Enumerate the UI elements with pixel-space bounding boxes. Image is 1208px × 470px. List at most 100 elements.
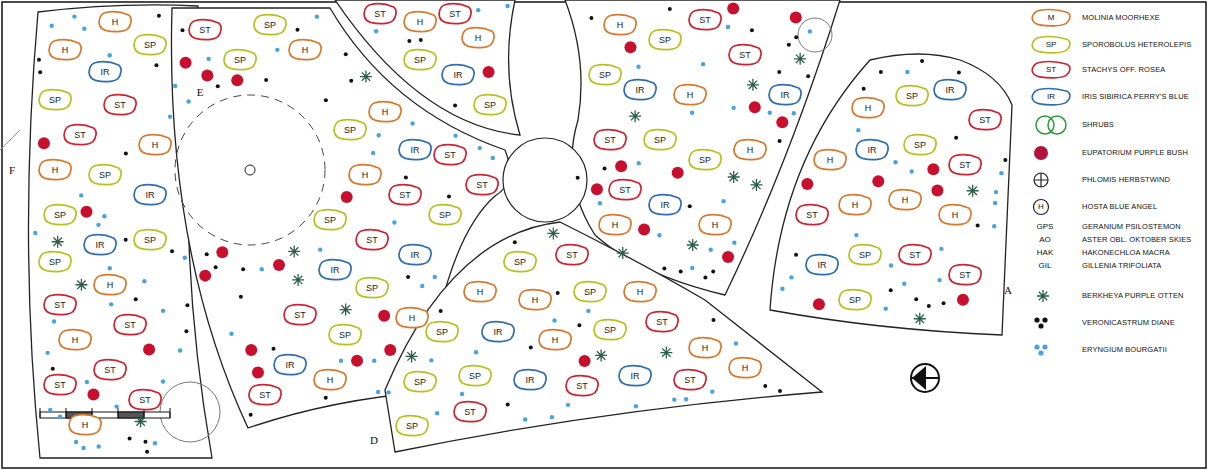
veronicastrum-dot (942, 301, 946, 305)
eryngium-dot (82, 27, 86, 31)
veronicastrum-dot (241, 267, 245, 271)
eupatorium-dot (80, 206, 92, 218)
eupatorium-dot (801, 178, 813, 190)
legend-sample (1032, 62, 1070, 78)
plant-code: ST (684, 376, 696, 385)
plant-code: ST (699, 16, 711, 25)
plant-group: H (851, 97, 885, 119)
eupatorium-dot (87, 388, 99, 400)
veronicastrum-dot (143, 440, 147, 444)
eryngium-dot (161, 379, 165, 383)
plant-code: SP (699, 156, 711, 165)
plant-code: SP (859, 251, 871, 260)
plant-outline-path (396, 308, 428, 328)
plant-group: IR (318, 259, 352, 281)
plant-outline-path (59, 330, 91, 350)
plant-code: ST (294, 311, 306, 320)
path-edge (0, 130, 20, 150)
eryngium-dot (229, 332, 233, 336)
veronicastrum-dot (806, 74, 810, 78)
plant-group: ST (948, 154, 982, 176)
plant-code: ST (566, 251, 578, 260)
berkheya-symbol (75, 279, 87, 291)
north-arrow (911, 364, 939, 392)
plant-group: ST (43, 374, 77, 396)
eryngium-dot (637, 161, 641, 165)
plant-code: ST (909, 251, 921, 260)
plant-outline-path (464, 282, 496, 302)
plant-outline-path (604, 15, 636, 35)
plant-code: ST (259, 391, 271, 400)
plant-outline-path (44, 205, 76, 225)
plant-group: SP (313, 209, 347, 231)
plant-outline-path (404, 12, 436, 32)
plant-group: ST (673, 369, 707, 391)
eupatorium-dot (180, 57, 192, 69)
plant-code: ST (54, 381, 66, 390)
veronicastrum-dot (1003, 158, 1007, 162)
plant-outline-path (856, 140, 888, 160)
eryngium-dot (767, 111, 771, 115)
plant-outline-path (899, 245, 931, 265)
eryngium-dot (79, 193, 83, 197)
plant-code: SP (414, 56, 426, 65)
plant-group: ST (555, 244, 589, 266)
veronicastrum-dot (662, 266, 666, 270)
legend-dot (1034, 317, 1039, 322)
plant-group: SP (403, 371, 437, 393)
plant-code: H (362, 171, 369, 180)
plant-code: SP (604, 326, 616, 335)
plant-code: ST (366, 236, 378, 245)
plant-group: H (688, 337, 722, 359)
eryngium-dot (634, 404, 638, 408)
plant-outline-path (462, 28, 494, 48)
eryngium-dot (72, 14, 76, 18)
plant-code: ST (444, 151, 456, 160)
plant-outline-path (504, 252, 536, 272)
veronicastrum-dot (703, 275, 707, 279)
plant-code: SP (414, 378, 426, 387)
eryngium-dot (721, 199, 725, 203)
plant-code: H (827, 156, 834, 165)
veronicastrum-dot (128, 437, 132, 441)
plant-code: SP (436, 328, 448, 337)
plant-group: ST (438, 3, 472, 25)
plant-code: SP (484, 101, 496, 110)
eupatorium-dot (351, 355, 363, 367)
eryngium-dot (690, 266, 694, 270)
plant-outline-path (814, 150, 846, 170)
plant-code: IR (411, 146, 420, 155)
berkheya-symbol (135, 416, 147, 428)
berkheya-symbol (914, 313, 926, 325)
eryngium-dot (178, 348, 182, 352)
plant-outline-path (249, 385, 281, 405)
plant-outline-path (64, 125, 96, 145)
eryngium-dot (993, 201, 997, 205)
legend-text: IRIS SIBIRICA PERRY'S BLUE (1082, 93, 1200, 101)
plant-code: ST (124, 321, 136, 330)
plant-group: ST (433, 144, 467, 166)
plant-outline-path (314, 370, 346, 390)
plant-outline-path (599, 215, 631, 235)
eryngium-dot (161, 309, 165, 313)
plant-outline-path (729, 358, 761, 378)
eryngium-dot (792, 111, 796, 115)
legend-text: GILLENIA TRIFOLIATA (1082, 262, 1200, 270)
eryngium-dot (460, 392, 464, 396)
plant-group: SP (403, 49, 437, 71)
plant-group: IR (273, 354, 307, 376)
berkheya-symbol (52, 236, 64, 248)
eupatorium-dot (749, 101, 761, 113)
eupatorium-dot (201, 69, 213, 81)
section-letter: D (370, 435, 378, 446)
plant-code: ST (576, 382, 588, 391)
plant-group: H (598, 214, 632, 236)
plant-group: ST (128, 389, 162, 411)
eryngium-dot (701, 62, 705, 66)
plant-group: IR (618, 365, 652, 387)
berkheya-symbol (687, 239, 699, 251)
plant-group: H (518, 289, 552, 311)
veronicastrum-dot (679, 270, 683, 274)
plant-code: H (952, 211, 959, 220)
eryngium-dot (566, 403, 570, 407)
